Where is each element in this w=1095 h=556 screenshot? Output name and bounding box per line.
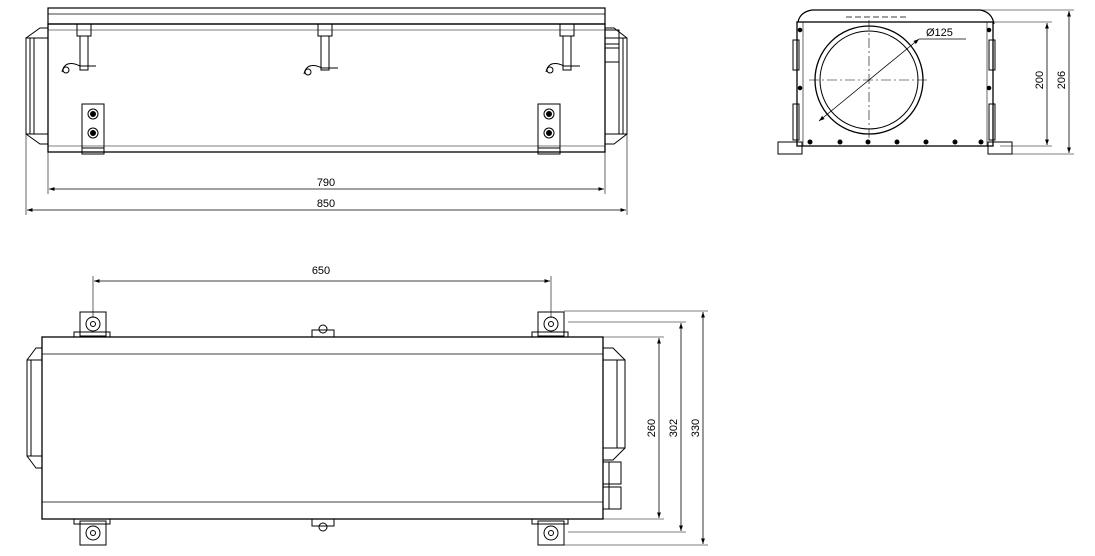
front-lid: [47, 7, 606, 25]
plan-bracket-top-right: [531, 311, 569, 338]
plan-right-spigot: [602, 347, 626, 461]
front-latch-right: [545, 23, 580, 74]
plan-bracket-bottom-right: [531, 518, 569, 546]
dim-label-650: 650: [312, 265, 330, 277]
plan-latch-bottom: [311, 518, 335, 532]
dim-label-diameter: Ø125: [926, 27, 953, 39]
plan-body: [41, 336, 604, 520]
plan-latch-top: [311, 324, 335, 338]
front-body: [47, 23, 606, 153]
front-bracket-right: [537, 103, 561, 155]
front-left-spigot: [25, 27, 49, 145]
front-bracket-left: [81, 103, 105, 155]
front-latch-left: [61, 23, 96, 74]
plan-cable-glands: [602, 461, 622, 510]
plan-bracket-bottom-left: [73, 518, 111, 546]
plan-bracket-top-left: [73, 311, 111, 338]
dim-label-850: 850: [317, 198, 335, 210]
front-latch-center: [303, 23, 338, 76]
dim-label-260: 260: [646, 419, 658, 437]
front-right-spigot: [604, 27, 628, 145]
side-lid: [797, 9, 995, 25]
side-view: [777, 9, 1074, 155]
plan-left-spigot: [26, 347, 43, 469]
dim-label-330: 330: [690, 419, 702, 437]
side-diameter-line: [818, 38, 920, 122]
side-body: [796, 21, 994, 147]
side-foot-left: [777, 141, 803, 155]
dim-label-206: 206: [1056, 71, 1068, 89]
dim-label-302: 302: [668, 419, 680, 437]
plan-view: [26, 276, 708, 546]
side-foot-right: [987, 141, 1013, 155]
dim-label-790: 790: [317, 177, 335, 189]
dim-label-200: 200: [1034, 71, 1046, 89]
front-view: [25, 7, 628, 215]
